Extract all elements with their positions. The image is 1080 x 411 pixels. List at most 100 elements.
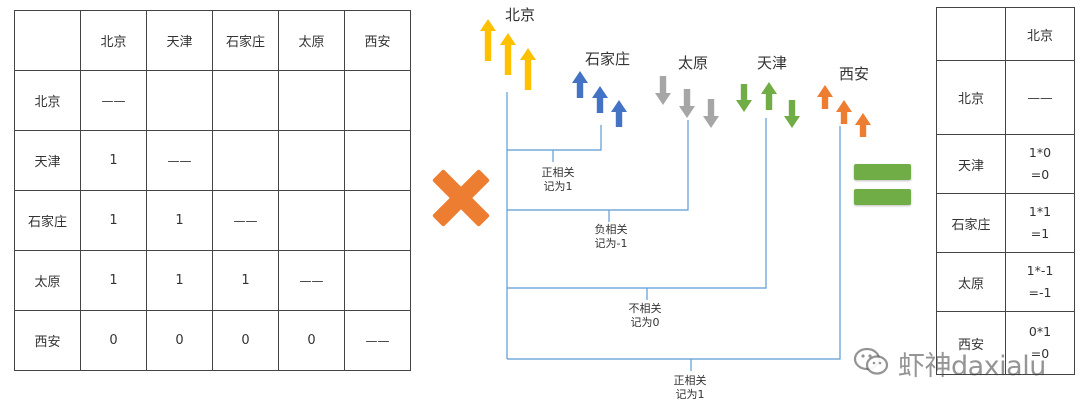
- result-expression: 1*1: [1028, 204, 1052, 219]
- matrix-cell: [278, 130, 345, 191]
- result-cell: 1*1 =1: [1005, 193, 1075, 253]
- matrix-header-cell: 西安: [344, 10, 411, 71]
- relation-name: 正相关: [541, 166, 575, 179]
- result-value: ——: [1027, 89, 1053, 105]
- matrix-cell: [344, 130, 411, 191]
- result-expression: 0*1: [1028, 324, 1052, 339]
- result-expression: 1*0: [1028, 145, 1052, 160]
- matrix-cell: 1: [212, 250, 279, 311]
- matrix-cell: ——: [80, 70, 147, 131]
- matrix-cell: 1: [80, 190, 147, 251]
- city-label-xian: 西安: [839, 65, 870, 83]
- matrix-cell: 1: [80, 250, 147, 311]
- equals-icon: [854, 164, 911, 208]
- result-row: 北京 ——: [936, 60, 1075, 135]
- matrix-row: 北京 ——: [14, 70, 411, 131]
- result-row-label: 太原: [936, 252, 1006, 312]
- result-table: 北京 北京 —— 天津 1*0 =0 石家庄 1*1 =1 太原 1*-1 =-…: [936, 7, 1075, 375]
- relation-label-positive-2: 正相关 记为1: [668, 374, 712, 402]
- matrix-row: 天津 1 ——: [14, 130, 411, 191]
- correlation-matrix-table: 北京 天津 石家庄 太原 西安 北京 —— 天津 1 —— 石家庄 1 1 ——…: [14, 10, 411, 371]
- result-cell: 1*0 =0: [1005, 134, 1075, 194]
- city-label-shijiazhuang: 石家庄: [585, 50, 631, 68]
- matrix-cell: [212, 70, 279, 131]
- relation-label-uncorrelated: 不相关 记为0: [622, 302, 668, 330]
- relation-value: 记为1: [543, 180, 573, 193]
- result-cell: ——: [1005, 60, 1075, 135]
- matrix-cell: [278, 70, 345, 131]
- branch-line-tianjin: [507, 118, 767, 289]
- matrix-cell: 0: [278, 310, 345, 371]
- city-label-beijing: 北京: [505, 6, 536, 24]
- arrow-down-icon-taiyuan-3: [703, 99, 719, 128]
- watermark: 虾神daxialu: [850, 344, 1078, 382]
- arrow-up-icon-shijiazhuang-2: [592, 86, 608, 113]
- matrix-cell: ——: [278, 250, 345, 311]
- matrix-cell: 0: [80, 310, 147, 371]
- matrix-cell: [212, 130, 279, 191]
- matrix-cell: [344, 250, 411, 311]
- arrow-up-icon-beijing-1: [480, 19, 496, 61]
- arrow-up-icon-beijing-2: [500, 33, 516, 75]
- arrow-up-icon-tianjin-2: [761, 82, 777, 110]
- result-header-empty: [936, 7, 1006, 61]
- matrix-cell: ——: [212, 190, 279, 251]
- matrix-header-cell: 石家庄: [212, 10, 279, 71]
- matrix-header-cell: [14, 10, 81, 71]
- arrow-up-icon-xian-3: [855, 113, 871, 137]
- relation-value: 记为-1: [594, 237, 628, 250]
- result-row-label: 西安: [936, 311, 1006, 375]
- matrix-cell: ——: [146, 130, 213, 191]
- matrix-row-label: 西安: [14, 310, 81, 371]
- arrow-up-icon-shijiazhuang-3: [611, 100, 627, 127]
- result-row-label: 石家庄: [936, 193, 1006, 253]
- equals-bar-top: [854, 164, 911, 180]
- result-cell: 0*1 =0: [1005, 311, 1075, 375]
- result-row: 石家庄 1*1 =1: [936, 193, 1075, 253]
- matrix-cell: [146, 70, 213, 131]
- city-label-tianjin: 天津: [757, 54, 788, 72]
- matrix-row-label: 石家庄: [14, 190, 81, 251]
- result-value: =-1: [1028, 285, 1052, 300]
- relation-label-positive: 正相关 记为1: [536, 166, 580, 194]
- matrix-cell: 1: [146, 190, 213, 251]
- matrix-cell: [344, 190, 411, 251]
- relation-value: 记为0: [630, 316, 660, 329]
- matrix-cell: 0: [212, 310, 279, 371]
- result-expression: 1*-1: [1026, 263, 1054, 278]
- arrow-down-icon-taiyuan-2: [679, 89, 695, 118]
- result-row: 天津 1*0 =0: [936, 134, 1075, 194]
- branch-line-shijiazhuang: [507, 125, 602, 151]
- matrix-row: 西安 0 0 0 0 ——: [14, 310, 411, 371]
- relation-value: 记为1: [675, 388, 705, 401]
- result-row: 太原 1*-1 =-1: [936, 252, 1075, 312]
- matrix-cell: [278, 190, 345, 251]
- relation-label-negative: 负相关 记为-1: [588, 223, 634, 251]
- matrix-row: 太原 1 1 1 ——: [14, 250, 411, 311]
- matrix-cell: 0: [146, 310, 213, 371]
- arrow-up-icon-beijing-3: [520, 48, 536, 90]
- relation-name: 不相关: [628, 302, 662, 315]
- relation-name: 正相关: [673, 374, 707, 387]
- arrow-down-icon-tianjin-3: [784, 100, 800, 128]
- matrix-header-cell: 北京: [80, 10, 147, 71]
- arrow-down-icon-tianjin-1: [736, 84, 752, 112]
- branch-line-taiyuan: [507, 120, 689, 211]
- watermark-text: 虾神daxialu: [898, 351, 1046, 382]
- arrow-up-icon-xian-2: [836, 100, 852, 124]
- branch-line-xian: [507, 126, 841, 360]
- arrow-up-icon-shijiazhuang-1: [572, 71, 588, 98]
- matrix-header-cell: 太原: [278, 10, 345, 71]
- matrix-cell: 1: [146, 250, 213, 311]
- result-cell: 1*-1 =-1: [1005, 252, 1075, 312]
- arrow-up-icon-xian-1: [817, 85, 833, 109]
- matrix-header-cell: 天津: [146, 10, 213, 71]
- matrix-row-label: 天津: [14, 130, 81, 191]
- arrow-group: [480, 19, 871, 137]
- matrix-cell: [344, 70, 411, 131]
- city-label-taiyuan: 太原: [678, 54, 709, 72]
- relation-name: 负相关: [594, 223, 628, 236]
- matrix-row-label: 北京: [14, 70, 81, 131]
- matrix-cell: ——: [344, 310, 411, 371]
- arrow-down-icon-taiyuan-1: [655, 76, 671, 105]
